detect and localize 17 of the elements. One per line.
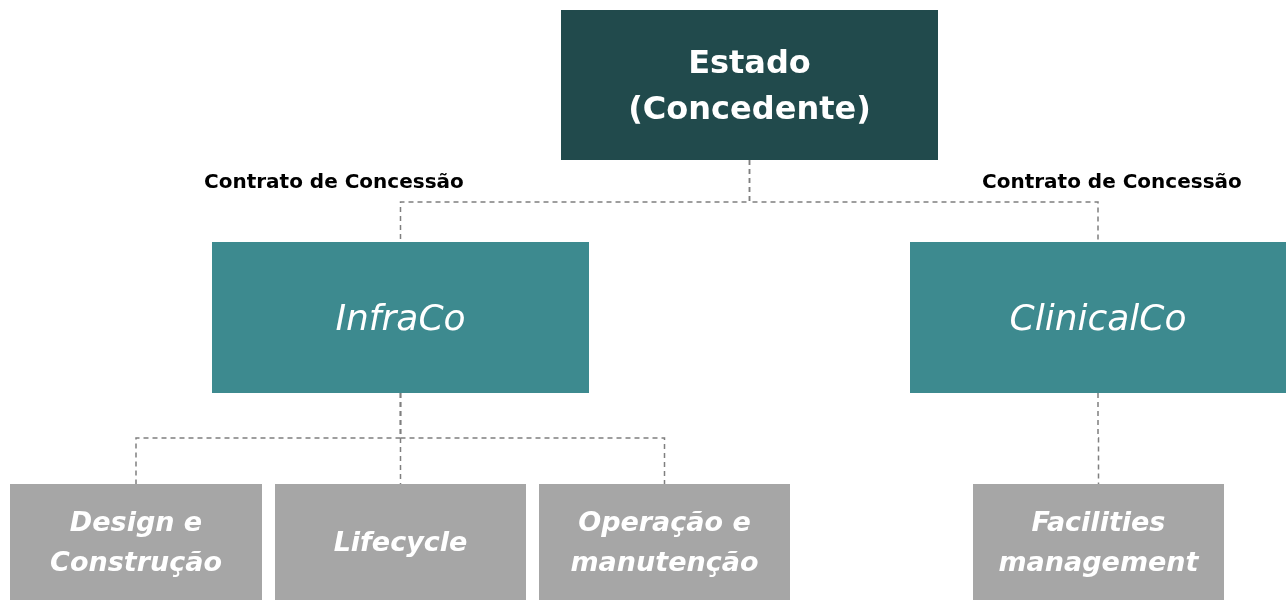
service-box — [973, 484, 1224, 600]
box-label: Estado (Concedente) — [627, 42, 872, 129]
service-box — [10, 484, 262, 600]
service-box — [275, 484, 526, 600]
box-label: ClinicalCo — [1009, 295, 1187, 340]
connector-line — [1097, 392, 1100, 485]
box-label: Operação e manutenção — [569, 505, 760, 579]
company-box — [910, 242, 1286, 393]
box-label: Facilities management — [997, 505, 1200, 579]
top-box — [561, 10, 938, 160]
company-box — [212, 242, 589, 393]
connector-line — [748, 159, 1099, 243]
service-box — [539, 484, 790, 600]
box-label: Lifecycle — [333, 525, 468, 559]
connector-line — [399, 392, 666, 485]
box-label: InfraCo — [335, 295, 466, 340]
box-label: Design e Construção — [49, 505, 223, 579]
